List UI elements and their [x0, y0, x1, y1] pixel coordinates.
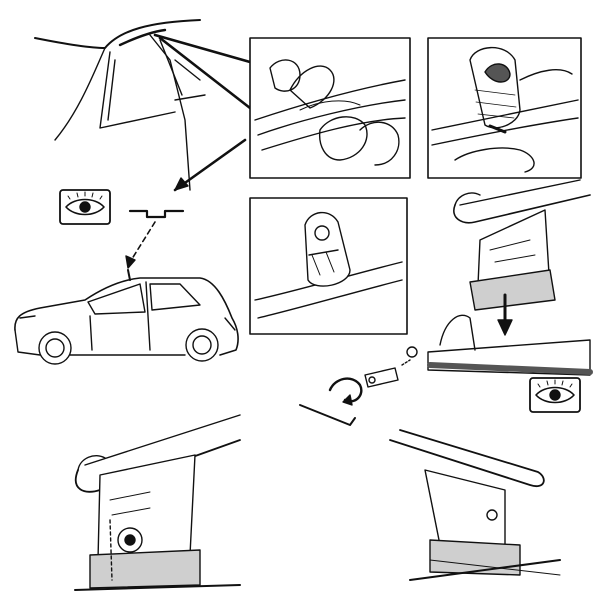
leader-lines	[153, 33, 252, 110]
rack-foot-exploded	[406, 179, 593, 376]
rack-foot-mounted-rear	[389, 429, 561, 581]
rack-foot-mounted	[74, 414, 241, 591]
eye-check-icon	[59, 189, 111, 225]
detail-clip-on-roof	[249, 197, 408, 335]
arrow-to-profile	[173, 138, 247, 192]
dashed-arrow	[125, 221, 156, 269]
seal-profile-icon	[128, 209, 185, 219]
eye-check-icon	[529, 377, 581, 413]
door-seal-overview	[34, 19, 206, 191]
detail-fingers-in-seal	[249, 37, 411, 179]
detail-fitting-pad	[427, 37, 582, 179]
allen-key-rotation	[299, 359, 411, 426]
hatchback-car	[14, 269, 239, 365]
